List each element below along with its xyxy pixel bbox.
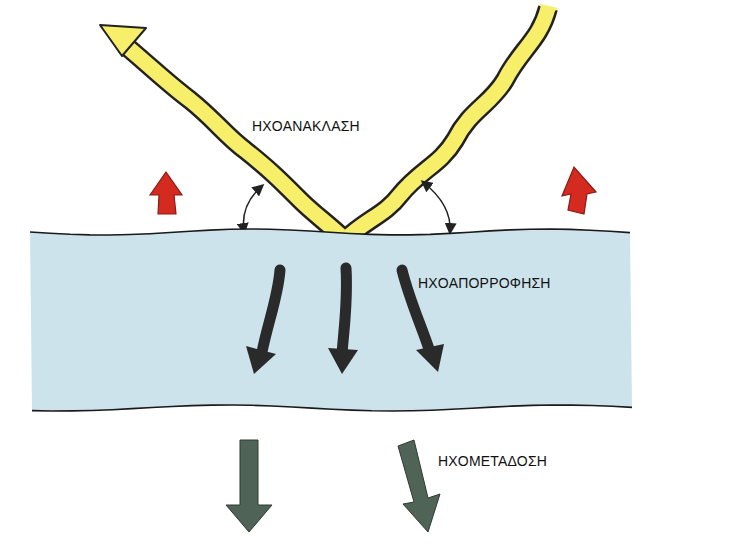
- band-label: ΗΧΟΑΠΟΡΡΟΦΗΣΗ: [418, 275, 551, 291]
- process-label: ΗΧΟΑΝΑΚΛΑΣΗ: [252, 118, 360, 134]
- band-shape: [30, 222, 632, 418]
- wall-band: ΗΧΟΑΠΟΡΡΟΦΗΣΗ: [30, 222, 632, 418]
- red-arrow: [150, 167, 596, 214]
- process-label: ΗΧΟΜΕΤΑΔΟΣΗ: [438, 453, 547, 469]
- transmission-arrow: [226, 440, 440, 532]
- angle-arc: [423, 182, 450, 232]
- angle-arc: [243, 186, 262, 232]
- sound-ray: [100, 4, 558, 240]
